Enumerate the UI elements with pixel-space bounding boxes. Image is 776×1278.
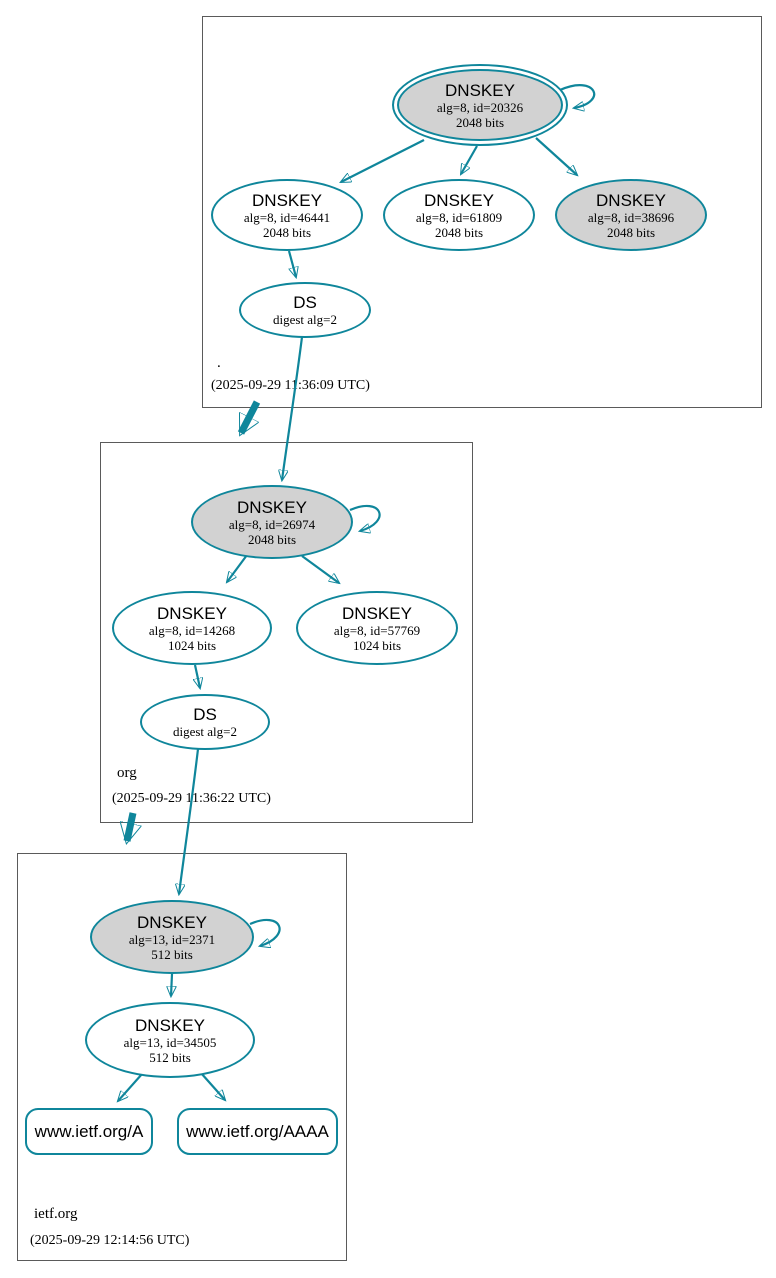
node-title: DNSKEY xyxy=(445,80,515,100)
dnskey-node-ksk-26974[interactable]: DNSKEY alg=8, id=26974 2048 bits xyxy=(191,485,353,559)
node-digest: digest alg=2 xyxy=(272,312,338,327)
ds-node-root[interactable]: DS digest alg=2 xyxy=(239,282,371,338)
node-alg: alg=8, id=20326 xyxy=(436,99,524,115)
zone-box-ietf-org: ietf.org (2025-09-29 12:14:56 UTC) xyxy=(17,853,347,1261)
dnskey-node-ksk-20326-inner: DNSKEY alg=8, id=20326 2048 bits xyxy=(397,69,563,141)
rrset-node-www-ietf-org-a[interactable]: www.ietf.org/A xyxy=(25,1108,153,1155)
edge-org-ksk-to-zsk-57769 xyxy=(301,555,339,583)
edge-org-ds-to-ietf-ksk xyxy=(179,748,200,894)
dnskey-node-zsk-14268[interactable]: DNSKEY alg=8, id=14268 1024 bits xyxy=(112,591,272,665)
node-bits: 512 bits xyxy=(151,946,193,962)
zone-name-ietf-org: ietf.org xyxy=(34,1206,78,1222)
node-alg: alg=8, id=46441 xyxy=(243,209,331,225)
node-alg: alg=8, id=14268 xyxy=(148,622,236,638)
edge-root-ksk-self-loop xyxy=(559,84,596,108)
node-alg: alg=13, id=2371 xyxy=(128,931,216,947)
delegation-arrow-root-to-org xyxy=(237,400,261,433)
node-title: DS xyxy=(293,293,317,312)
edge-root-ksk-to-zsk-38696 xyxy=(535,137,577,175)
node-title: DNSKEY xyxy=(157,603,227,623)
rrset-node-www-ietf-org-aaaa[interactable]: www.ietf.org/AAAA xyxy=(177,1108,338,1155)
node-title: DNSKEY xyxy=(135,1015,205,1035)
ds-node-org[interactable]: DS digest alg=2 xyxy=(140,694,270,750)
dnskey-node-zsk-61809[interactable]: DNSKEY alg=8, id=61809 2048 bits xyxy=(383,179,535,251)
edge-zsk-34505-to-rrset-a xyxy=(118,1073,143,1101)
edge-zsk-46441-to-root-ds xyxy=(287,250,296,277)
dnskey-node-zsk-38696[interactable]: DNSKEY alg=8, id=38696 2048 bits xyxy=(555,179,707,251)
node-title: DNSKEY xyxy=(137,912,207,932)
node-title: DNSKEY xyxy=(237,497,307,517)
edge-org-ksk-to-zsk-14268 xyxy=(227,554,248,582)
node-bits: 1024 bits xyxy=(167,637,217,653)
zone-timestamp-root: (2025-09-29 11:36:09 UTC) xyxy=(211,378,370,393)
node-bits: 2048 bits xyxy=(455,114,505,130)
rrset-label: www.ietf.org/A xyxy=(34,1121,144,1141)
node-title: DNSKEY xyxy=(252,190,322,210)
dnskey-node-zsk-34505[interactable]: DNSKEY alg=13, id=34505 512 bits xyxy=(85,1002,255,1078)
node-title: DNSKEY xyxy=(424,190,494,210)
node-alg: alg=8, id=57769 xyxy=(333,622,421,638)
edge-ietf-ksk-self-loop xyxy=(249,918,281,946)
edge-zsk-34505-to-rrset-aaaa xyxy=(200,1072,225,1100)
zone-timestamp-ietf-org: (2025-09-29 12:14:56 UTC) xyxy=(30,1233,190,1248)
node-title: DNSKEY xyxy=(596,190,666,210)
node-bits: 2048 bits xyxy=(262,224,312,240)
delegation-arrow-org-to-ietf xyxy=(127,812,133,841)
edge-root-ksk-to-zsk-46441 xyxy=(341,139,425,182)
node-alg: alg=8, id=38696 xyxy=(587,209,675,225)
node-digest: digest alg=2 xyxy=(172,724,238,739)
node-alg: alg=8, id=61809 xyxy=(415,209,503,225)
edge-root-ds-to-org-ksk xyxy=(282,336,304,480)
node-bits: 2048 bits xyxy=(247,531,297,547)
dnskey-node-ksk-20326[interactable]: DNSKEY alg=8, id=20326 2048 bits xyxy=(392,64,568,146)
node-bits: 2048 bits xyxy=(606,224,656,240)
zone-name-org: org xyxy=(117,765,137,781)
zone-timestamp-org: (2025-09-29 11:36:22 UTC) xyxy=(112,791,271,806)
node-bits: 2048 bits xyxy=(434,224,484,240)
dnskey-node-zsk-46441[interactable]: DNSKEY alg=8, id=46441 2048 bits xyxy=(211,179,363,251)
dnskey-node-ksk-2371[interactable]: DNSKEY alg=13, id=2371 512 bits xyxy=(90,900,254,974)
edge-org-ksk-self-loop xyxy=(349,504,381,531)
edge-root-ksk-to-zsk-61809 xyxy=(461,145,478,174)
edge-zsk-14268-to-org-ds xyxy=(195,664,200,688)
node-bits: 1024 bits xyxy=(352,637,402,653)
zone-name-root: . xyxy=(217,355,221,371)
node-alg: alg=8, id=26974 xyxy=(228,516,316,532)
edge-ietf-ksk-to-zsk-34505 xyxy=(171,973,172,996)
node-title: DS xyxy=(193,705,217,724)
node-alg: alg=13, id=34505 xyxy=(123,1034,217,1050)
rrset-label: www.ietf.org/AAAA xyxy=(186,1121,329,1141)
dnskey-node-zsk-57769[interactable]: DNSKEY alg=8, id=57769 1024 bits xyxy=(296,591,458,665)
zone-box-org: org (2025-09-29 11:36:22 UTC) xyxy=(100,442,473,823)
node-title: DNSKEY xyxy=(342,603,412,623)
node-bits: 512 bits xyxy=(149,1049,191,1065)
zone-box-root: . (2025-09-29 11:36:09 UTC) xyxy=(202,16,762,408)
